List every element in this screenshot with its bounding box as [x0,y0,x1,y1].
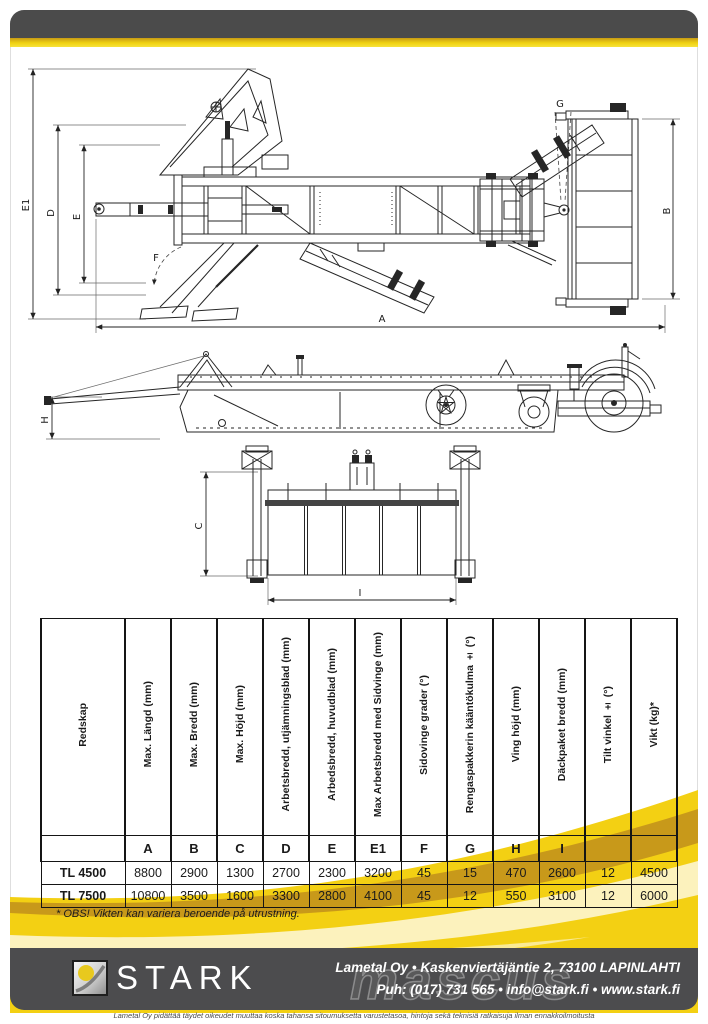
col-letter-10: I [538,835,586,862]
dim-label-g: G [556,99,564,110]
value-cell: 550 [492,884,540,908]
col-header-11: Tilt vinkel ± (°) [584,618,632,836]
col-letter-11 [584,835,632,862]
value-cell: 1300 [216,861,264,885]
value-cell: 3200 [354,861,402,885]
value-cell: 2700 [262,861,310,885]
value-cell: 2300 [308,861,356,885]
col-header-4: Arbetsbredd, utjämningsblad (mm) [262,618,310,836]
value-cell: 6000 [630,884,678,908]
footer-bar: mascus STARK Lametal Oy • Kaskenviertäjä… [10,948,698,1010]
front-view-drawing: C [194,445,481,605]
col-letter-2: B [170,835,218,862]
col-letter-12 [630,835,678,862]
col-header-10: Däckpaket bredd (mm) [538,618,586,836]
col-letter-6: E1 [354,835,402,862]
value-cell: 4500 [630,861,678,885]
side-view-drawing: H [40,343,662,440]
col-letter-1: A [124,835,172,862]
value-cell: 2600 [538,861,586,885]
col-header-12: Vikt (kg)* [630,618,678,836]
value-cell: 45 [400,884,448,908]
dim-label-h: H [40,416,51,424]
footer-contact: Puh: (017) 731 565 • info@stark.fi • www… [376,982,680,998]
model-cell: TL 4500 [40,861,126,885]
col-letter-8: G [446,835,494,862]
value-cell: 470 [492,861,540,885]
value-cell: 12 [584,884,632,908]
col-header-6: Max Arbetsbredd med Sidvinge (mm) [354,618,402,836]
footnote-text: * OBS! Vikten kan variera beroende på ut… [56,908,300,920]
col-header-3: Max. Höjd (mm) [216,618,264,836]
value-cell: 3500 [170,884,218,908]
value-cell: 45 [400,861,448,885]
disclaimer-text: Lametal Oy pidättää täydet oikeudet muut… [113,1011,595,1020]
col-letter-4: D [262,835,310,862]
col-header-5: Arbedsbredd, huvudblad (mm) [308,618,356,836]
footer-address: Lametal Oy • Kaskenviertäjäntie 2, 73100… [335,960,680,975]
dim-label-i: I [359,588,362,599]
dim-label-b: B [662,207,673,214]
col-letter-0 [40,835,126,862]
dim-label-d: D [46,209,57,217]
stark-logo: STARK [72,960,259,996]
value-cell: 15 [446,861,494,885]
value-cell: 12 [584,861,632,885]
dim-label-e: E [72,214,83,220]
col-letter-5: E [308,835,356,862]
dim-label-e1: E1 [21,199,32,212]
col-header-2: Max. Bredd (mm) [170,618,218,836]
technical-drawings: E1 D E A B G F [21,68,680,605]
value-cell: 2900 [170,861,218,885]
value-cell: 10800 [124,884,172,908]
top-accent-bar [10,10,698,38]
col-header-1: Max. Längd (mm) [124,618,172,836]
mascus-watermark: mascus [349,950,576,1010]
value-cell: 12 [446,884,494,908]
col-letter-3: C [216,835,264,862]
col-header-8: Rengaspakkerin kääntökulma ± (°) [446,618,494,836]
stark-logo-icon [72,960,108,996]
value-cell: 3100 [538,884,586,908]
dim-label-f: F [153,253,159,264]
model-cell: TL 7500 [40,884,126,908]
col-header-7: Sidovinge grader (°) [400,618,448,836]
value-cell: 4100 [354,884,402,908]
footer-contact-block: Lametal Oy • Kaskenviertäjäntie 2, 73100… [335,957,680,1002]
value-cell: 8800 [124,861,172,885]
top-view-drawing: E1 D E A B G F [21,68,680,333]
value-cell: 3300 [262,884,310,908]
value-cell: 1600 [216,884,264,908]
col-letter-7: F [400,835,448,862]
col-header-9: Ving höjd (mm) [492,618,540,836]
brand-name: STARK [116,959,259,996]
col-letter-9: H [492,835,540,862]
value-cell: 2800 [308,884,356,908]
dim-label-a: A [379,314,386,325]
dim-label-c: C [194,522,205,529]
accent-stripe [10,38,698,47]
col-header-0: Redskap [40,618,126,836]
